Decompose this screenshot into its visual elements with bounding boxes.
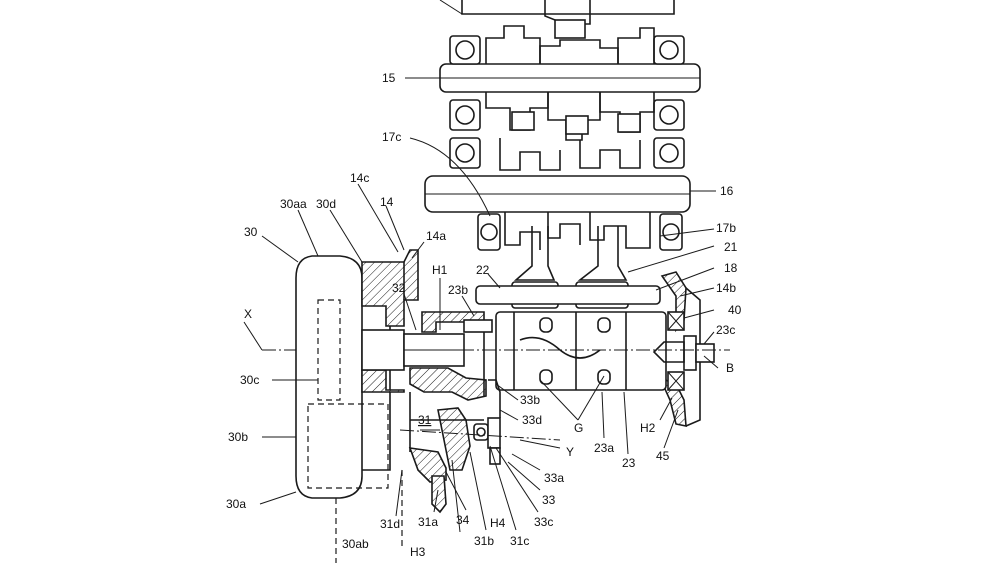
label-H2: H2	[640, 421, 656, 435]
label-H4: H4	[490, 516, 506, 530]
label-32: 32	[392, 281, 406, 295]
fork-shaft-18	[475, 285, 661, 305]
label-14: 14	[380, 195, 394, 209]
label-30b: 30b	[228, 430, 248, 444]
label-31c: 31c	[510, 534, 529, 548]
label-B: B	[726, 361, 734, 375]
label-33d: 33d	[522, 413, 542, 427]
label-45: 45	[656, 449, 670, 463]
bolt-23c	[652, 335, 715, 371]
label-H3: H3	[410, 545, 426, 559]
label-15: 15	[382, 71, 396, 85]
motor-shaft-30d	[361, 329, 465, 371]
top-gear-assembly	[439, 0, 675, 39]
label-31b: 31b	[474, 534, 494, 548]
gears-shaft-15	[485, 25, 655, 171]
label-Y: Y	[566, 445, 574, 459]
label-G: G	[574, 421, 583, 435]
label-23: 23	[622, 456, 636, 470]
leader-lines	[243, 77, 719, 533]
shift-drum-23	[495, 311, 667, 391]
label-33a: 33a	[544, 471, 564, 485]
part-labels: 15 16 17c 17b 21 18 14b 40 23c B H2 45 2…	[226, 71, 742, 559]
bearing-15-right	[653, 35, 685, 131]
gear-31-housing	[408, 311, 493, 483]
label-22: 22	[476, 263, 490, 277]
label-31d: 31d	[380, 517, 400, 531]
part-34	[431, 475, 447, 514]
label-17c: 17c	[382, 130, 401, 144]
label-30a: 30a	[226, 497, 246, 511]
label-18: 18	[724, 261, 738, 275]
label-40: 40	[728, 303, 742, 317]
label-33b: 33b	[520, 393, 540, 407]
label-30aa: 30aa	[280, 197, 307, 211]
label-33c: 33c	[534, 515, 553, 529]
label-31: 31	[418, 413, 432, 427]
label-30ab: 30ab	[342, 537, 369, 551]
label-33: 33	[542, 493, 556, 507]
bearing-40	[667, 311, 685, 391]
motor-30	[295, 255, 391, 499]
label-14b: 14b	[716, 281, 736, 295]
label-23b: 23b	[448, 283, 468, 297]
label-23c: 23c	[716, 323, 735, 337]
label-X: X	[244, 307, 252, 321]
label-H1: H1	[432, 263, 448, 277]
label-21: 21	[724, 240, 738, 254]
label-14a: 14a	[426, 229, 446, 243]
label-14c: 14c	[350, 171, 369, 185]
bearing-16-upper	[449, 137, 685, 169]
label-17b: 17b	[716, 221, 736, 235]
input-shaft-15	[439, 63, 701, 93]
gears-shaft-16	[477, 212, 683, 251]
bearing-15-left	[449, 35, 481, 131]
label-30c: 30c	[240, 373, 259, 387]
label-30d: 30d	[316, 197, 336, 211]
axis-y-line	[399, 429, 561, 441]
output-shaft-16	[424, 175, 691, 213]
label-16: 16	[720, 184, 734, 198]
label-34: 34	[456, 513, 470, 527]
label-30: 30	[244, 225, 258, 239]
label-23a: 23a	[594, 441, 614, 455]
label-31a: 31a	[418, 515, 438, 529]
